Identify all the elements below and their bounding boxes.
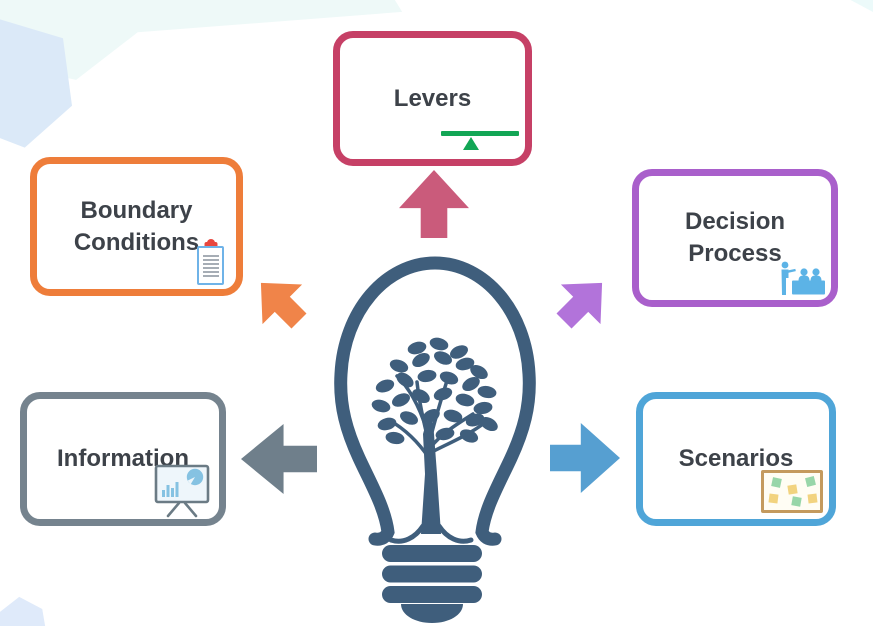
easel-legs bbox=[166, 501, 198, 518]
sticky-note bbox=[768, 493, 779, 504]
arrow-to-scenarios bbox=[550, 423, 620, 493]
node-information: Information bbox=[20, 392, 226, 526]
lightbulb-tree-icon bbox=[334, 256, 536, 623]
node-levers: Levers bbox=[333, 31, 532, 166]
sticky-note bbox=[805, 476, 816, 487]
bulb-screw-base bbox=[382, 545, 482, 623]
clipboard-sheet bbox=[197, 246, 224, 285]
presentation-easel-icon bbox=[154, 464, 210, 518]
seesaw-balance-icon bbox=[441, 131, 519, 150]
bg-hexagon-bottom-left bbox=[0, 596, 46, 626]
node-scenarios: Scenarios bbox=[636, 392, 836, 526]
node-decision-process: Decision Process bbox=[632, 169, 838, 307]
sticky-note bbox=[771, 477, 782, 488]
meeting-panel-icon bbox=[781, 261, 825, 295]
node-boundary-conditions: Boundary Conditions bbox=[30, 157, 243, 296]
tree-leaves bbox=[371, 337, 498, 445]
node-boundary-conditions-label: Boundary Conditions bbox=[73, 196, 200, 256]
arrow-to-decision-process bbox=[544, 263, 622, 341]
easel-bar-chart bbox=[162, 482, 179, 497]
bg-hexagon-top-right bbox=[850, 0, 873, 12]
sticky-note bbox=[807, 493, 818, 504]
sticky-note-board-icon bbox=[761, 470, 823, 513]
bulb-outline bbox=[334, 256, 536, 546]
bg-hexagon-top-left-blue bbox=[0, 19, 72, 148]
seesaw-bar bbox=[441, 131, 519, 136]
tree-silhouette bbox=[371, 337, 498, 544]
node-scenarios-label: Scenarios bbox=[678, 445, 794, 473]
sticky-note bbox=[791, 496, 802, 507]
arrow-to-levers bbox=[399, 170, 469, 238]
seesaw-fulcrum bbox=[463, 137, 479, 150]
sticky-note bbox=[787, 484, 798, 495]
clipboard-icon bbox=[197, 239, 224, 285]
node-decision-process-label: Decision Process bbox=[684, 208, 786, 267]
node-levers-label: Levers bbox=[393, 84, 472, 112]
arrow-to-information bbox=[241, 424, 317, 494]
arrow-to-boundary-conditions bbox=[241, 263, 319, 341]
